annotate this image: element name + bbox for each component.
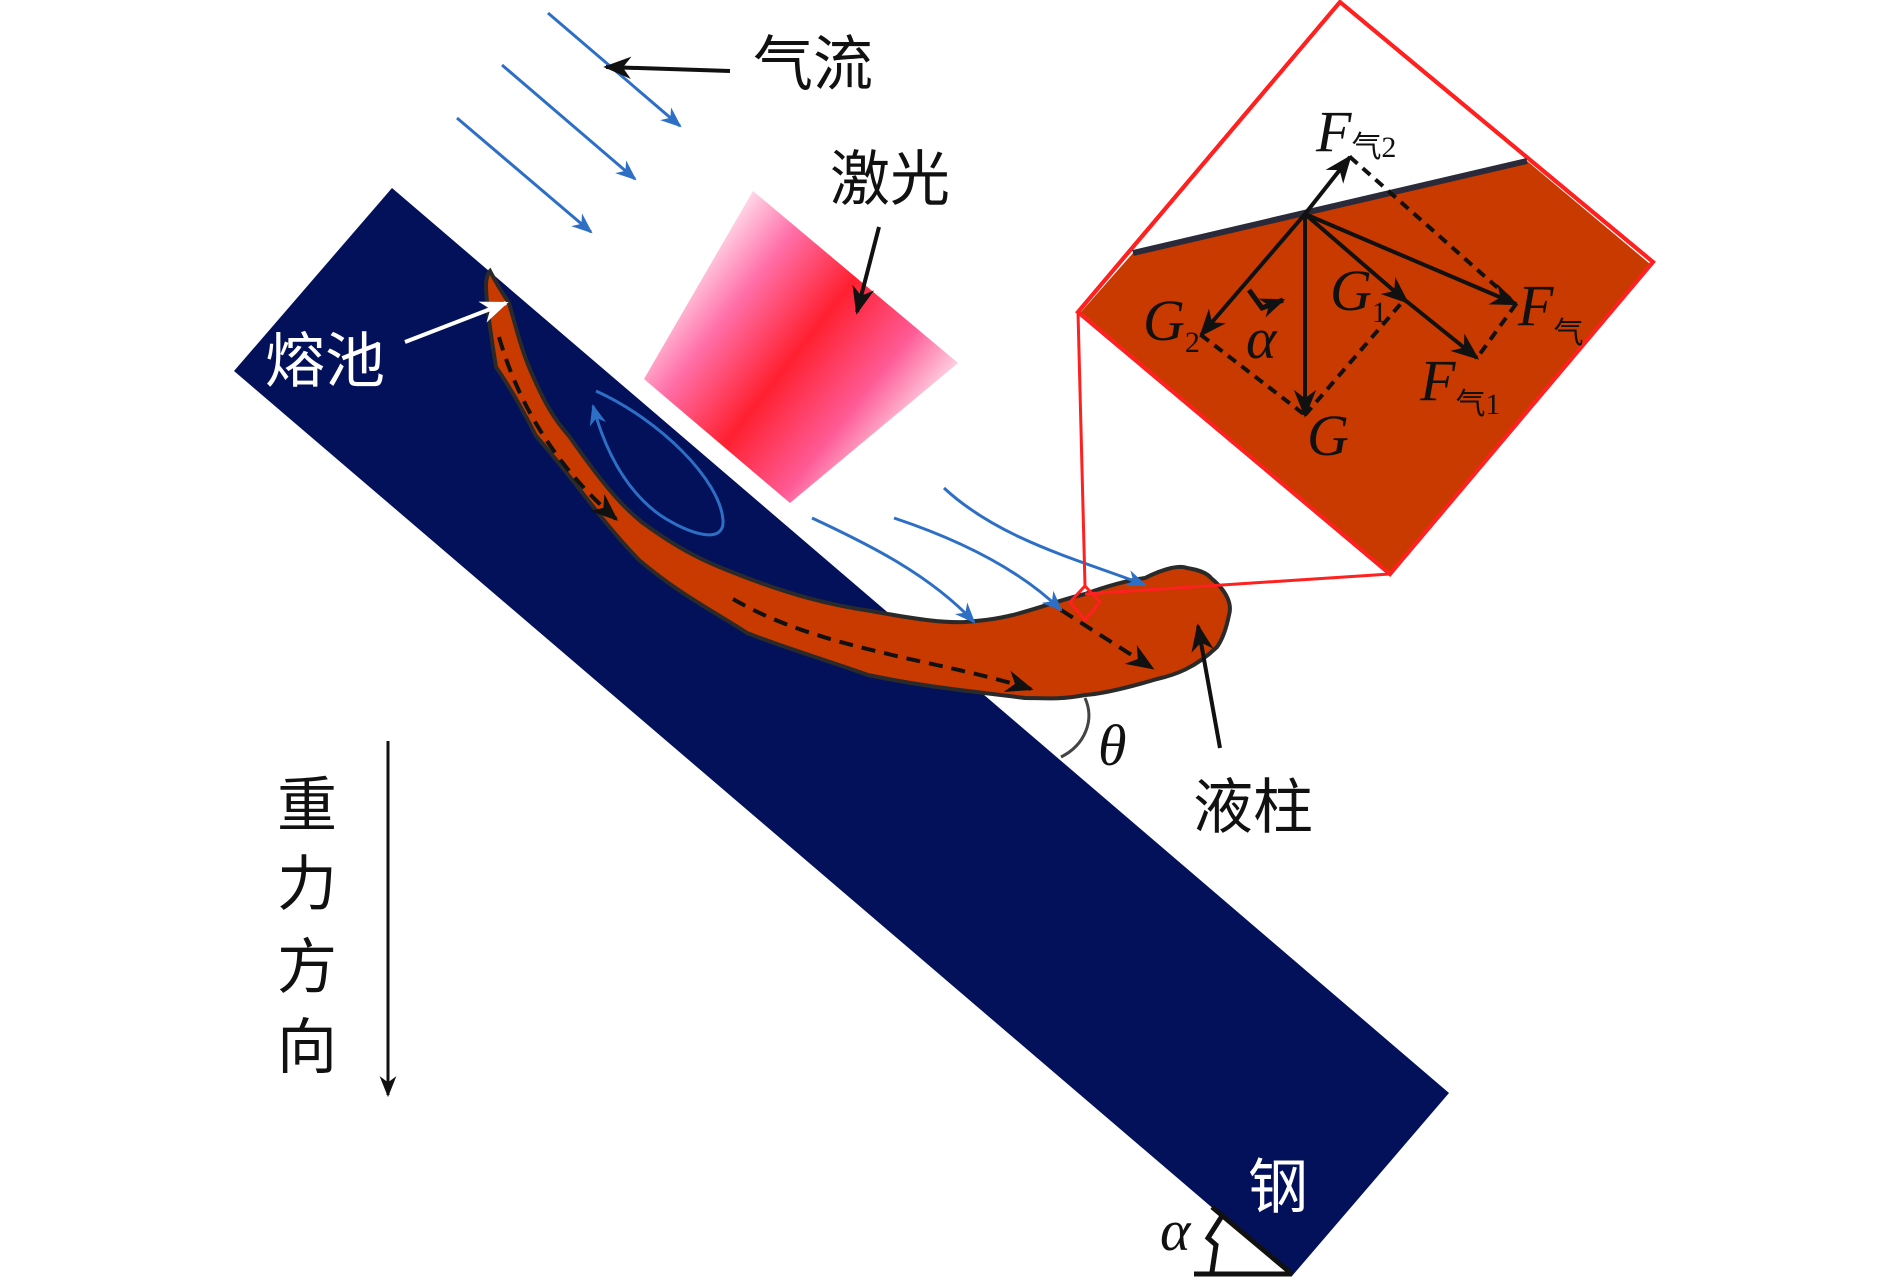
zoom-marker (1067, 583, 1103, 623)
label-alpha-tilt: α (1160, 1198, 1192, 1263)
label-steel: 钢 (1248, 1153, 1308, 1223)
zoom-line (1084, 572, 1391, 596)
label-gravity-1: 重 (277, 771, 337, 841)
laser-beam (644, 191, 958, 503)
melt-pool (483, 267, 1232, 701)
gas-flow-arrow (942, 486, 1147, 587)
label-liquid-column: 液柱 (1193, 773, 1313, 843)
force-arrow-G2 (1199, 212, 1307, 338)
force-arrow-F-gas2 (1303, 154, 1352, 216)
label-gravity-4: 向 (277, 1013, 337, 1083)
label-gas-flow: 气流 (753, 30, 873, 100)
label-alpha-inset: α (1246, 306, 1278, 371)
melt-pool-pointer (404, 301, 509, 344)
label-melt-pool: 熔池 (265, 327, 385, 397)
angle-alpha-arc (1246, 288, 1286, 318)
label-gravity-3: 方 (277, 933, 337, 1003)
label-F-gas2: F气2 (1315, 99, 1396, 164)
label-laser: 激光 (830, 145, 950, 215)
label-F-gas: F气 (1517, 273, 1583, 350)
gas-vortex-arrow (589, 389, 725, 537)
label-G: G (1307, 403, 1349, 468)
force-arrow-G1 (1303, 212, 1410, 304)
laser-pointer (852, 226, 881, 315)
melt-flow-arrow (497, 336, 619, 521)
inset-melt (1081, 161, 1650, 572)
force-arrow-F-gas (1304, 212, 1519, 306)
force-arrow-F-gas1 (1398, 294, 1480, 360)
label-G1: G1 (1330, 258, 1387, 329)
label-G2: G2 (1143, 288, 1200, 359)
steel-plate (234, 188, 1449, 1276)
zoom-line (1076, 311, 1087, 587)
gas-flow-arrow (893, 516, 1063, 612)
steel-edge-reference (1210, 1205, 1294, 1276)
force-inset: F气2 F气 F气1 G G1 G2 α (1075, 0, 1656, 577)
tilt-angle-marker (1204, 1214, 1225, 1273)
gas-flow-arrow (501, 63, 637, 181)
gas-flow-pointer (603, 56, 731, 80)
gas-flow-arrow (811, 516, 976, 624)
gas-flow-arrow (456, 116, 593, 234)
label-F-gas1: F气1 (1419, 348, 1500, 421)
liquid-column-pointer (1191, 623, 1222, 749)
inset-surface (1132, 158, 1528, 256)
label-gravity-2: 力 (277, 850, 337, 920)
label-theta: θ (1098, 713, 1127, 778)
contact-angle-arc (1060, 697, 1091, 759)
melt-flow-arrow (1059, 608, 1155, 670)
